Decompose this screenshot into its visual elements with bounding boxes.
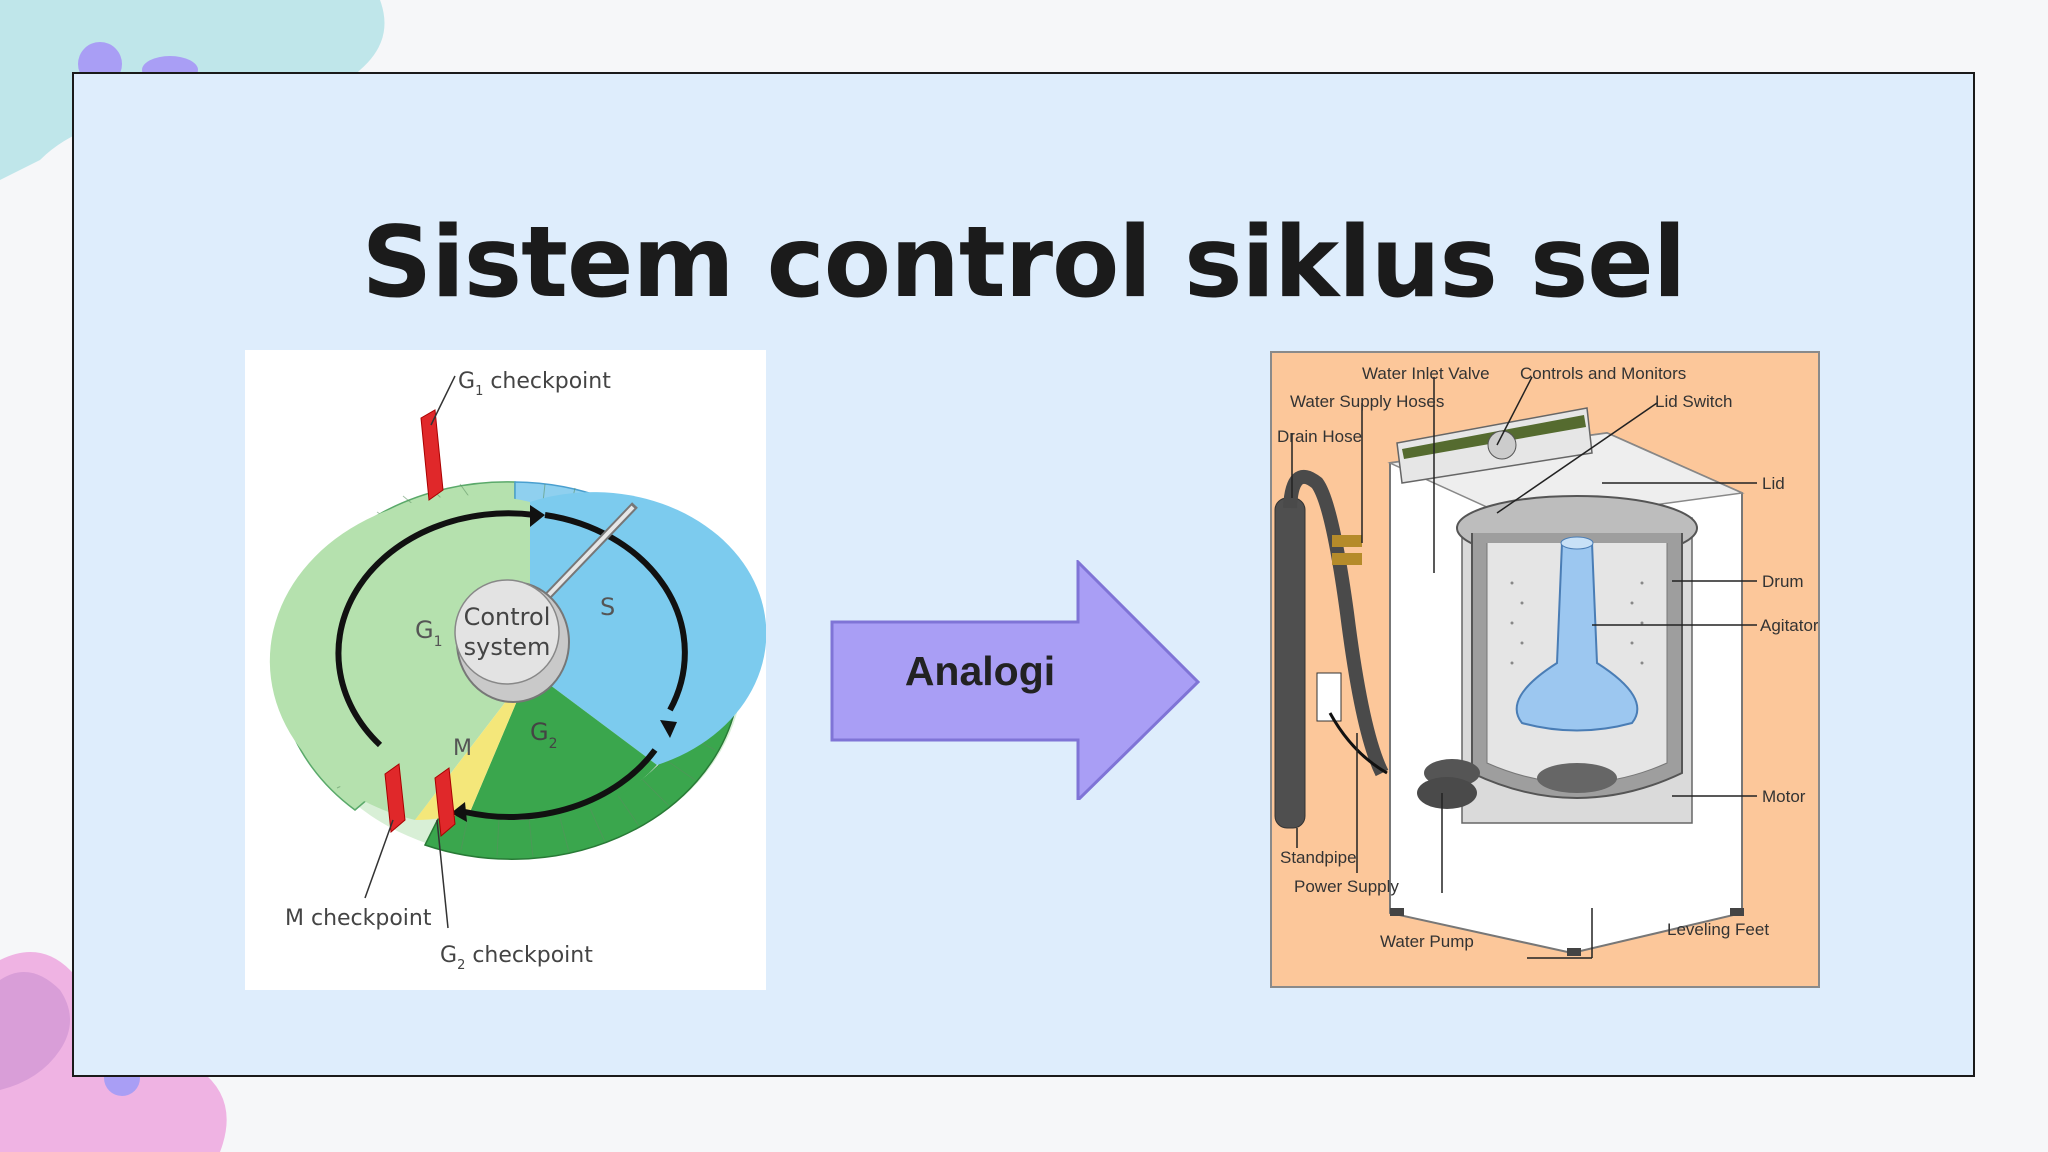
standpipe-label: Standpipe: [1280, 848, 1357, 867]
analogi-arrow: Analogi: [830, 558, 1202, 804]
svg-text:G2: G2: [530, 718, 558, 752]
m-checkpoint-label: M checkpoint: [285, 906, 432, 931]
power-supply-label: Power Supply: [1294, 877, 1399, 896]
m-phase-label: M: [453, 736, 472, 761]
agitator-label: Agitator: [1760, 616, 1818, 635]
motor-label: Motor: [1762, 787, 1806, 806]
control-label: Control: [464, 603, 551, 631]
g1-checkpoint-marker: [420, 409, 444, 501]
system-label: system: [464, 633, 551, 661]
lid-label: Lid: [1762, 474, 1785, 493]
leveling-feet-label: Leveling Feet: [1667, 920, 1769, 939]
g2-phase-label: G: [530, 718, 549, 746]
s-phase-label: S: [600, 593, 615, 621]
drum-label: Drum: [1762, 572, 1804, 591]
g2-checkpoint-marker: [434, 767, 456, 838]
slide-title: Sistem control siklus sel: [361, 206, 1687, 320]
g2-phase-sub: 2: [549, 736, 558, 752]
washing-machine-diagram: Water Inlet Valve Controls and Monitors …: [1270, 351, 1820, 988]
g1-phase-label: G: [415, 616, 434, 644]
lid-switch-label: Lid Switch: [1655, 392, 1732, 411]
controls-monitors-label: Controls and Monitors: [1520, 364, 1686, 383]
water-pump-label: Water Pump: [1380, 932, 1474, 951]
g1-phase-sub: 1: [434, 634, 443, 650]
svg-text:G1: G1: [415, 616, 443, 650]
m-checkpoint-marker: [384, 763, 406, 834]
drain-hose-label: Drain Hose: [1277, 427, 1362, 446]
analogi-label: Analogi: [904, 648, 1056, 694]
svg-text:G1 checkpoint: G1 checkpoint: [458, 369, 611, 399]
g2-checkpoint-label: G: [440, 943, 457, 968]
cell-cycle-diagram: Control system G1 S G2 M G1 checkpoint M…: [245, 350, 767, 990]
water-supply-hoses-label: Water Supply Hoses: [1290, 392, 1444, 411]
water-inlet-valve-label: Water Inlet Valve: [1362, 364, 1490, 383]
svg-text:G2 checkpoint: G2 checkpoint: [440, 943, 593, 973]
slide-frame: Sistem control siklus sel: [72, 72, 1975, 1077]
g1-checkpoint-label: G: [458, 369, 475, 394]
